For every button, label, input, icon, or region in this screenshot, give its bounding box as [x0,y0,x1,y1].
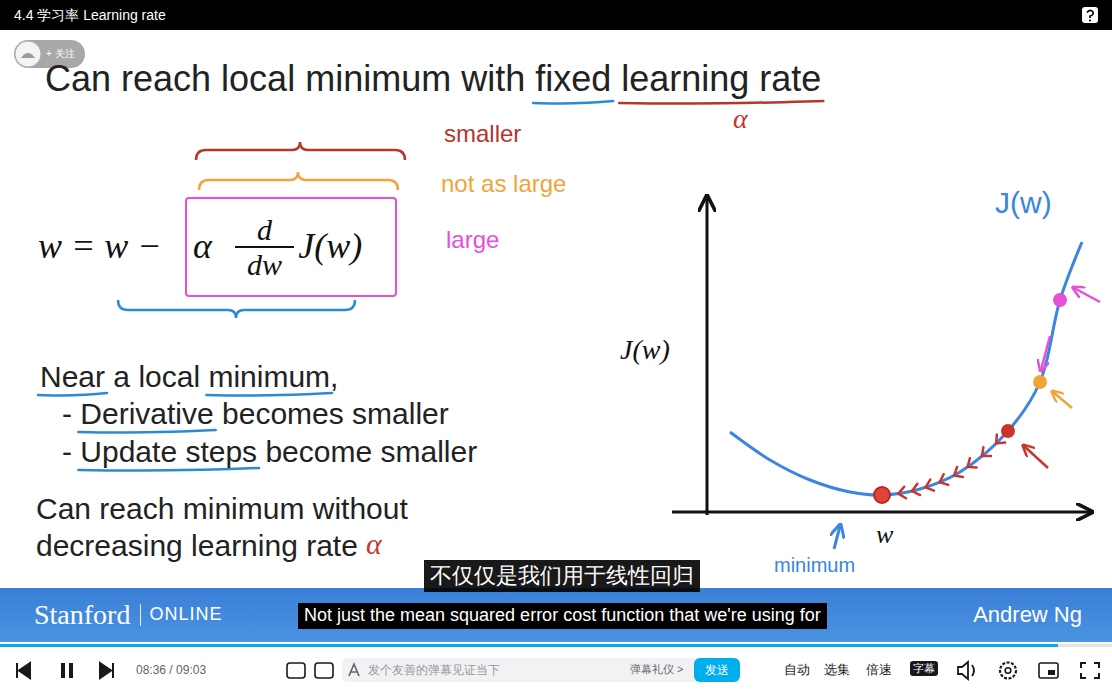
avatar-face [21,53,35,58]
progress-fill [0,644,1058,647]
red-brace [196,142,405,160]
prev-icon [17,663,30,678]
avatar [14,40,42,68]
step-chevron [926,480,934,491]
pause-bar [61,663,65,678]
curve-label: J(w) [995,186,1052,221]
progress-track [0,644,1112,647]
orange-arrow [1053,392,1072,408]
x-axis [672,511,1090,514]
send-text: 发送 [705,663,729,677]
pink-step-arrow [1041,336,1050,370]
step-chevron [968,458,977,467]
step-chevron [982,447,991,456]
cost-function: J(w) [298,225,381,268]
pink-dot [1053,293,1067,307]
annotation-pink: large [446,226,499,254]
orange-dot [1033,375,1047,389]
font-icon [342,658,366,682]
word-underline [78,468,259,470]
fraction-denominator: dw [235,246,295,281]
subtitle-english: Not just the mean squared error cost fun… [304,605,821,627]
video-title: 4.4 学习率 Learning rate [14,7,166,24]
send-button: 发送 [694,658,740,682]
control-text: 倍速 [866,662,892,678]
brand-suffix: ONLINE [140,604,222,626]
minimum-arrow [834,526,840,549]
red-arrow [1024,446,1048,468]
help-glyph [1087,10,1093,18]
blue-brace [118,300,355,318]
control-text: 自动 [784,662,810,678]
brand-name: Stanford [34,598,130,632]
settings-hub [1005,668,1011,674]
word-underline [206,393,332,395]
underlines [38,101,823,470]
settings-icon [1000,663,1016,679]
y-axis [706,198,709,515]
subtitle-toggle: 字幕 [910,661,938,676]
input-placeholder: 发个友善的弹幕见证当下 [368,663,500,677]
font-glyph [349,664,359,676]
control-bar: 发个友善的弹幕见证当下 弹幕礼仪 > 发送 08:36 / 09:03 自动选集倍速 字幕 [0,650,1112,691]
volume-icon [958,662,974,679]
bullet-heading: Near a local minimum, [40,360,338,395]
bullet-item: - Update steps become smaller [62,435,477,470]
control-text: 选集 [824,662,850,678]
step-chevron [940,474,949,485]
pink-arrow [1074,288,1100,302]
axis-label: w [876,520,893,550]
fraction-numerator: d [235,213,295,246]
help-box [1082,7,1098,23]
lecturer-name: Andrew Ng [973,602,1082,628]
subtitle-band: Not just the mean squared error cost fun… [298,603,827,629]
subtitle-chinese: 不仅仅是我们用于线性回归 [430,563,694,589]
subtitle-band: 不仅仅是我们用于线性回归 [424,560,700,592]
alpha-symbol: α [193,225,231,268]
alpha-note: α [733,103,748,135]
word-underline [619,101,823,103]
pip-icon [1039,663,1058,678]
step-chevron [954,467,963,477]
fullscreen-icon [1081,663,1099,678]
pause-bar [69,663,73,678]
danmaku-icon [287,663,305,678]
slide-title: Can reach local minimum with fixed learn… [45,58,821,99]
word-underline [78,430,215,432]
pip-inner [1048,670,1055,675]
word-underline [533,101,613,103]
highlight-box: αddwJ(w) [185,197,397,297]
bullet-item: - Derivative becomes smaller [62,397,449,432]
help-icon [0,0,1112,30]
danmaku-input: 发个友善的弹幕见证当下 弹幕礼仪 > [342,658,740,682]
step-chevron [898,487,906,498]
etiquette-link: 弹幕礼仪 > [630,663,683,676]
step-chevrons [898,434,1005,498]
alpha-note: α [366,527,382,562]
word-underline [38,393,107,395]
minimum-label: minimum [774,554,855,577]
minimum-dot [874,487,890,503]
next-icon [100,663,113,678]
avatar-circle [15,41,41,67]
formula-lhs: w = w − [38,226,162,267]
danmaku-icon [315,663,333,678]
time-display: 08:36 / 09:03 [136,663,206,677]
orange-brace [199,172,398,190]
annotation-red: smaller [444,120,521,148]
title-bar: 4.4 学习率 Learning rate [0,0,1112,30]
help-dot [1089,19,1091,21]
step-chevron [912,484,920,495]
annotation-orange: not as large [441,170,566,198]
cost-curve [730,242,1082,495]
axis-label: J(w) [620,334,670,366]
red-dot [1001,424,1015,438]
